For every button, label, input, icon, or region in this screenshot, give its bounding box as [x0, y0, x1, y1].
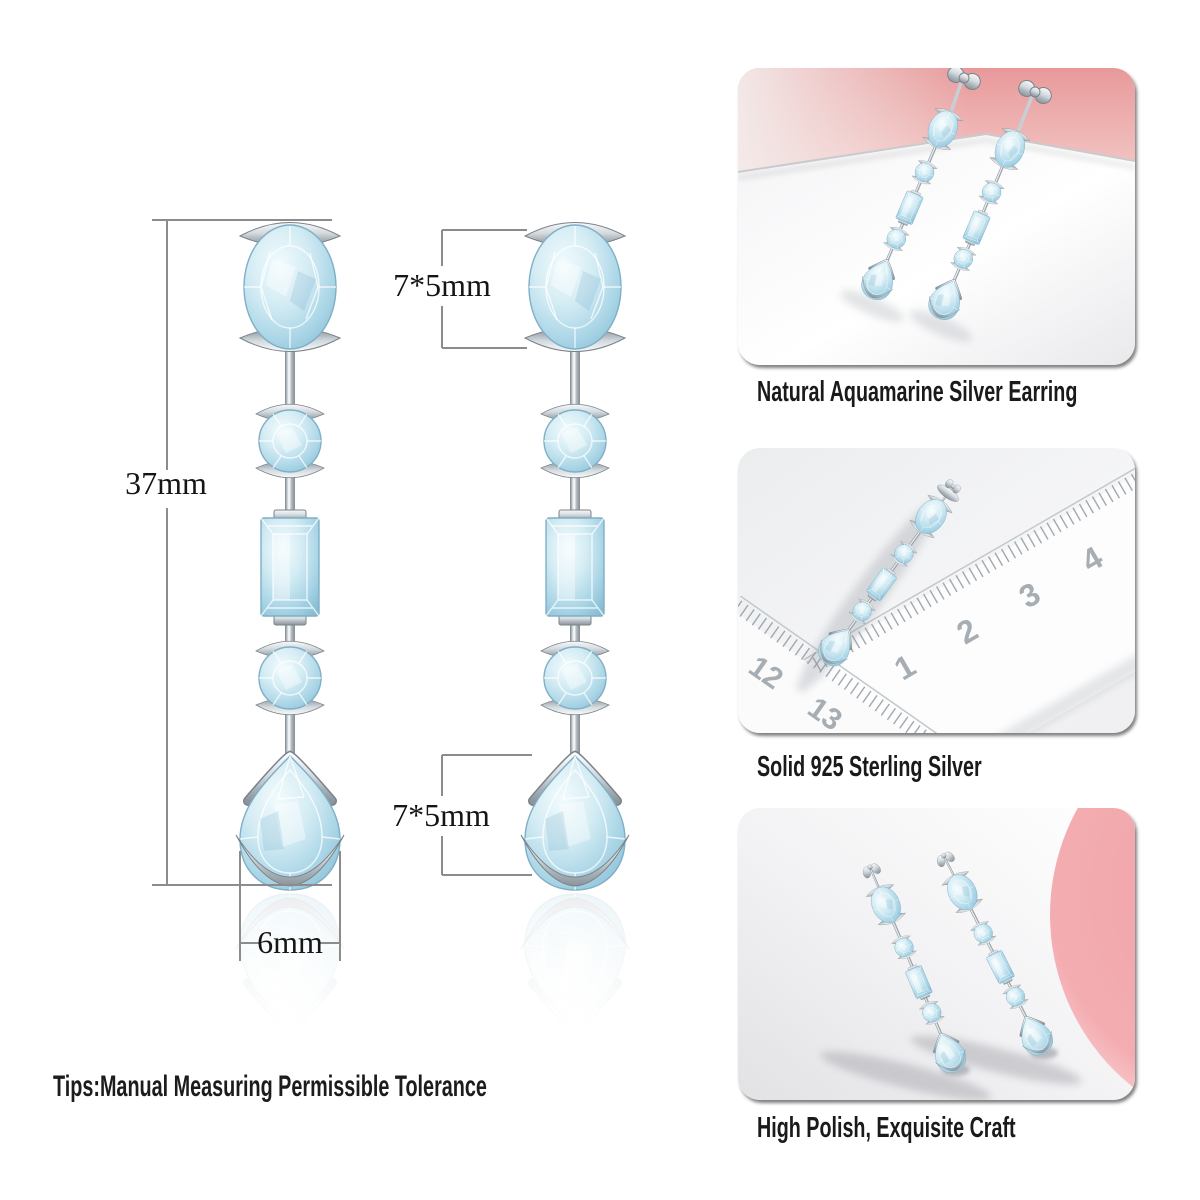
photo-earrings-standing [738, 808, 1135, 1100]
dimension-top-stone: 7*5mm [393, 229, 527, 349]
tips-note: Tips:Manual Measuring Permissible Tolera… [53, 1070, 487, 1103]
dimension-bottom-stone: 7*5mm [392, 754, 532, 876]
photo-panel-earrings-display [738, 68, 1135, 365]
caption-natural-aquamarine: Natural Aquamarine Silver Earring [757, 376, 1078, 408]
ruler-secondary-edge: 12 13 [738, 595, 954, 733]
earring-back-posts [944, 68, 1055, 133]
dimension-total-length: 37mm [125, 219, 332, 886]
photo-earring-on-ruler: 1 2 3 4 12 13 [738, 448, 1135, 733]
white-card [738, 134, 1135, 365]
photo-panel-polish [738, 808, 1135, 1100]
pink-plate [1050, 808, 1135, 1089]
caption-sterling-silver: Solid 925 Sterling Silver [757, 751, 982, 783]
photo-earrings-on-card [738, 68, 1135, 365]
measurement-top-stone: 7*5mm [393, 267, 491, 303]
dimension-bottom-width: 6mm [239, 851, 341, 961]
measurement-total-length: 37mm [125, 465, 207, 501]
measurement-bottom-stone: 7*5mm [392, 797, 490, 833]
reflection-fade [200, 892, 670, 1057]
caption-high-polish: High Polish, Exquisite Craft [757, 1112, 1016, 1144]
photo-panel-ruler: 1 2 3 4 12 13 [738, 448, 1135, 733]
measurement-diagram: 37mm 7*5mm 7*5mm 6mm [125, 219, 670, 1057]
measurement-bottom-width: 6mm [257, 924, 323, 960]
